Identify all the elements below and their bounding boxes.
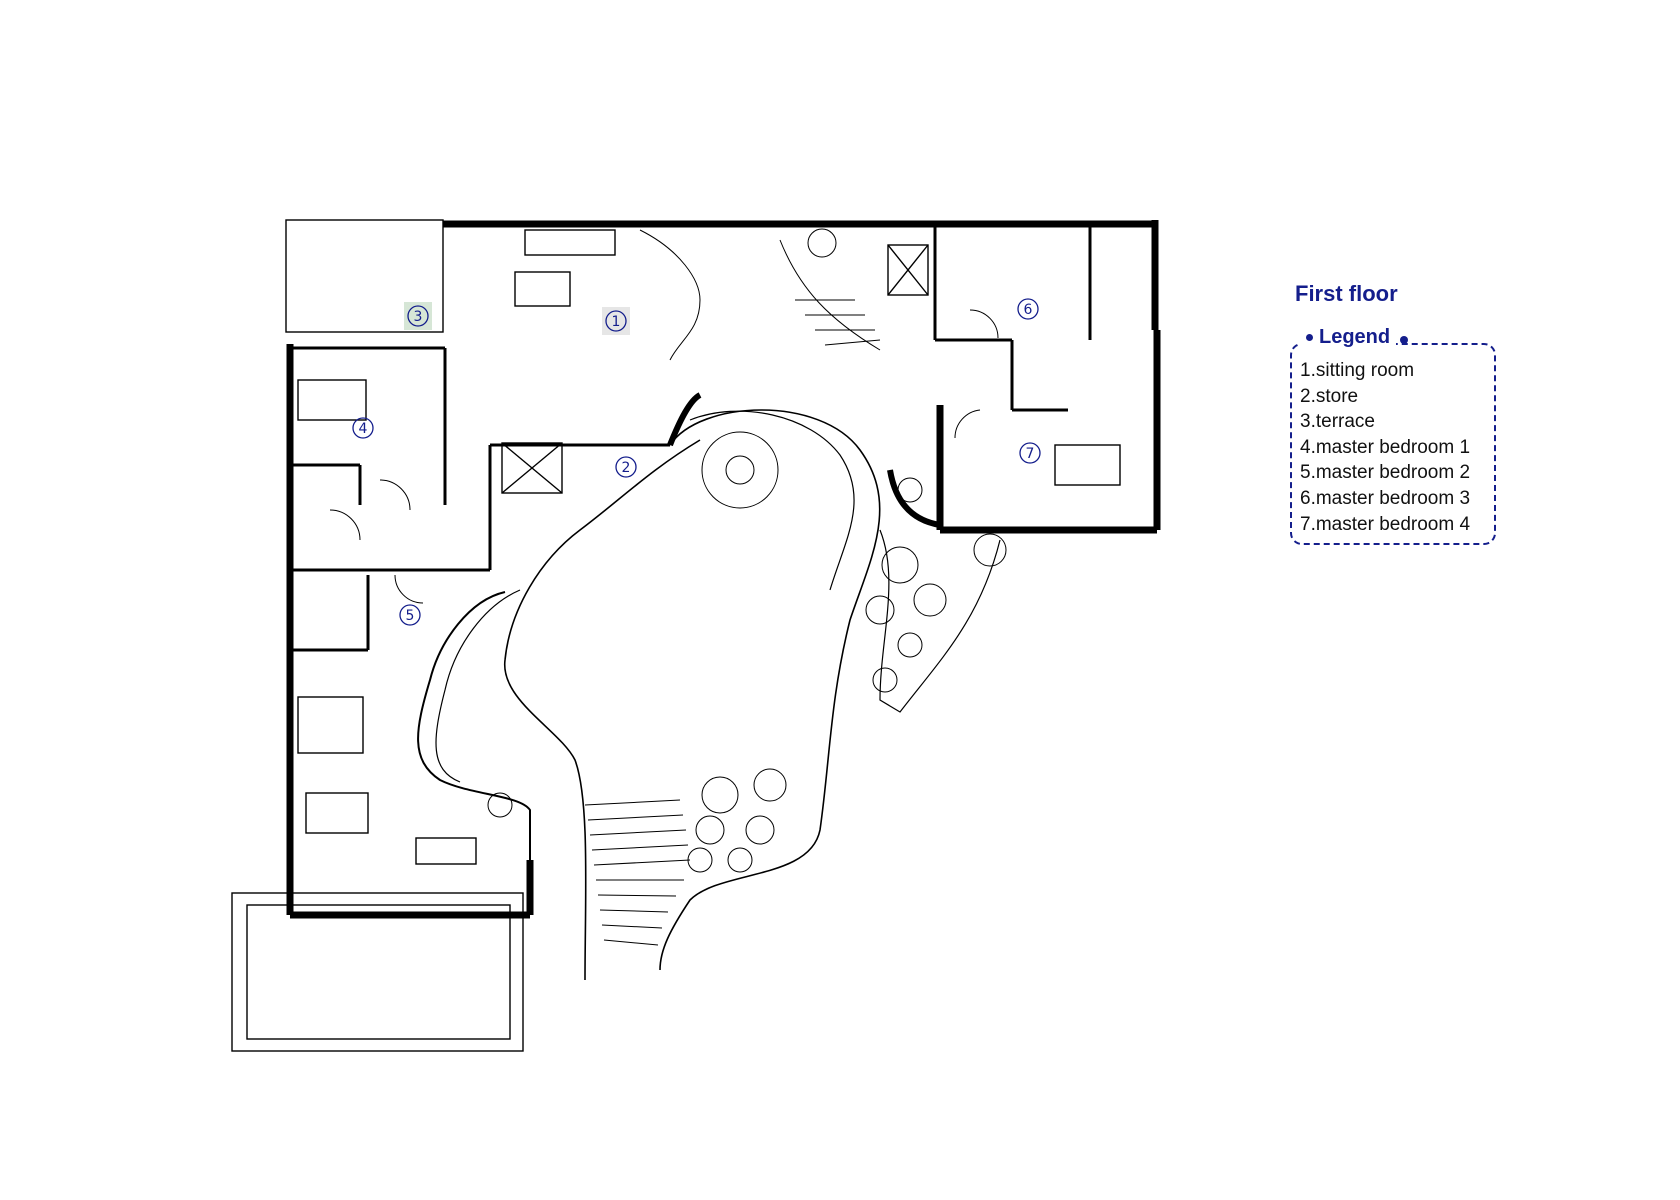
floor-title: First floor [1295,281,1398,306]
stair-curved-wall [667,392,702,447]
svg-text:5: 5 [406,608,415,624]
exterior-walls [286,220,1161,919]
legend-item: 7.master bedroom 4 [1300,513,1471,535]
garden-lawn [504,409,881,981]
svg-text:1: 1 [612,314,621,330]
curved-balcony [417,591,531,860]
room-marker-7: 7 [1019,442,1041,464]
room-marker-5: 5 [399,604,421,626]
svg-text:3: 3 [414,309,423,325]
legend-item: 6.master bedroom 3 [1300,487,1471,509]
room-marker-4: 4 [352,417,374,439]
pool-inner [246,904,511,1040]
interior-walls [290,227,1092,652]
pool-outer [231,892,524,1052]
terrace-outline [285,219,444,333]
svg-text:6: 6 [1024,302,1033,318]
legend-dot-icon [1400,336,1408,344]
room-marker-3: 3 [407,305,429,327]
sitting-marker-bg [602,307,630,335]
room-marker-1: 1 [605,310,627,332]
legend-item: 2.store [1300,385,1359,407]
legend-heading: Legend [1300,326,1408,349]
bed-4 [1054,444,1121,486]
desk-bedroom2 [305,792,369,834]
legend-item: 1.sitting room [1300,360,1415,381]
legend-dot-icon [1306,334,1313,341]
legend-item: 3.terrace [1300,411,1375,433]
room-markers: 1 2 3 4 5 6 7 [352,298,1041,626]
elevator-2 [887,244,929,296]
planter-edge [879,529,1001,713]
elevator-1 [501,442,563,494]
sofa-bedroom2 [415,837,477,865]
bed-1 [297,379,367,421]
planting [487,228,1007,873]
legend-list: 1.sitting room 2.store 3.terrace 4.maste… [1300,358,1470,537]
room-marker-6: 6 [1017,298,1039,320]
svg-text:7: 7 [1026,446,1035,462]
terrace-marker-bg [404,302,432,330]
upper-stair [639,229,881,361]
door-swing [379,479,411,511]
coffee-table [514,271,571,307]
bed-2 [297,696,364,754]
sofa-sitting [524,229,616,256]
legend-heading-text: Legend [1319,326,1391,348]
legend-item: 5.master bedroom 2 [1300,462,1471,484]
grand-stair [584,799,691,946]
legend-item: 4.master bedroom 1 [1300,436,1471,458]
svg-text:2: 2 [622,460,631,476]
room-marker-2: 2 [615,456,637,478]
svg-text:4: 4 [359,421,368,437]
